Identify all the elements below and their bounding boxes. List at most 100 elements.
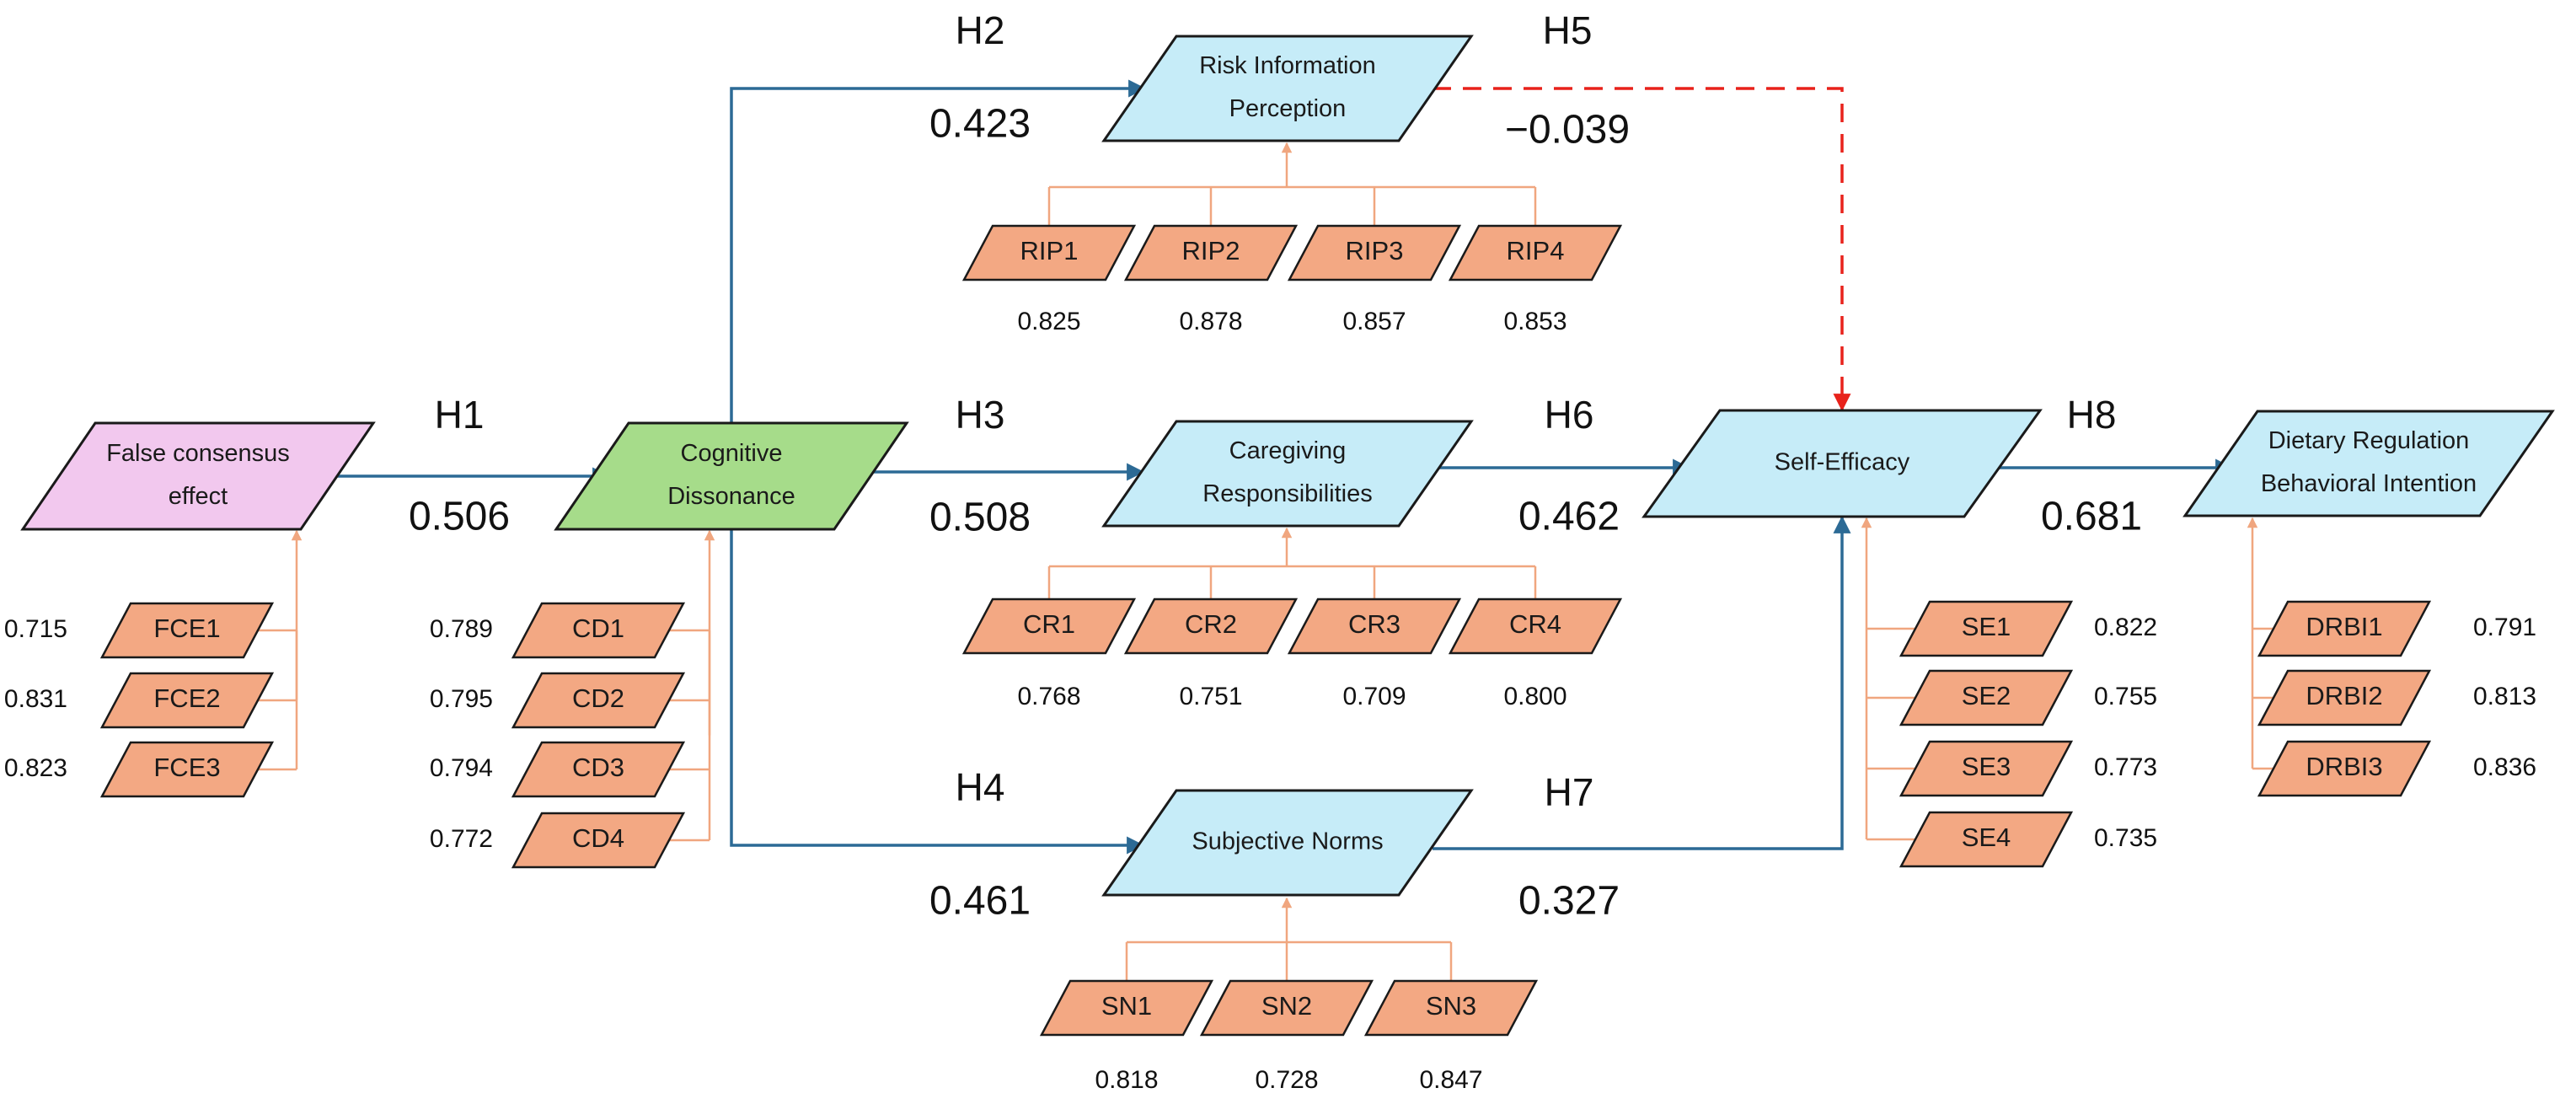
indicator-sn-2: SN2 (1199, 979, 1374, 1037)
factor-loading: 0.795 (430, 685, 493, 713)
indicator-cr-1: CR1 (961, 598, 1137, 655)
path-h4 (730, 529, 1145, 855)
indicator-drbi-2: DRBI2 (2257, 669, 2432, 726)
factor-loading: 0.755 (2094, 683, 2157, 710)
indicator-label: CR1 (1023, 609, 1075, 639)
construct-drbi-label-line-2: Behavioral Intention (2261, 470, 2477, 497)
construct-fce-label-line-2: effect (169, 483, 228, 510)
indicator-rip-2: RIP2 (1123, 224, 1299, 281)
path-coefficient-h4: 0.461 (929, 879, 1031, 924)
factor-loading: 0.823 (4, 754, 67, 782)
indicator-label: RIP3 (1346, 236, 1404, 265)
factor-loading: 0.772 (430, 825, 493, 853)
indicator-cr-3: CR3 (1287, 598, 1462, 655)
indicator-label: FCE1 (153, 614, 220, 643)
path-labels: H10.506H20.423H30.508H40.461H5−0.039H60.… (409, 8, 2142, 924)
construct-sn: Subjective Norms (1101, 789, 1474, 897)
hypothesis-label-h3: H3 (956, 393, 1005, 437)
indicator-label: DRBI3 (2306, 752, 2382, 781)
path-h7 (1433, 515, 1851, 850)
factor-loading: 0.768 (1017, 683, 1080, 710)
factor-loading: 0.857 (1342, 308, 1406, 335)
factor-loading: 0.831 (4, 685, 67, 713)
factor-loading: 0.715 (4, 615, 67, 643)
indicator-label: RIP4 (1507, 236, 1565, 265)
factor-loading: 0.735 (2094, 824, 2157, 852)
path-coefficient-h5: −0.039 (1505, 108, 1630, 153)
hypothesis-label-h5: H5 (1543, 8, 1593, 52)
path-coefficient-h8: 0.681 (2041, 495, 2142, 539)
indicator-label: SN2 (1261, 991, 1312, 1021)
indicator-label: DRBI1 (2306, 612, 2382, 641)
latent-constructs: False consensus effect CognitiveDissonance… (20, 35, 2555, 897)
factor-loading: 0.813 (2473, 683, 2536, 710)
indicator-label: CR2 (1185, 609, 1237, 639)
indicator-label: CD1 (572, 614, 624, 643)
indicator-label: SE3 (1962, 752, 2011, 781)
indicator-label: FCE2 (153, 683, 220, 713)
indicator-cr-2: CR2 (1123, 598, 1299, 655)
construct-rip-label-line-2: Perception (1229, 95, 1347, 122)
factor-loading: 0.822 (2094, 614, 2157, 641)
path-coefficient-h1: 0.506 (409, 495, 510, 539)
hypothesis-label-h2: H2 (956, 8, 1005, 52)
indicator-fce-2: FCE2 (99, 672, 275, 729)
indicator-label: CR3 (1348, 609, 1400, 639)
indicator-rip-1: RIP1 (961, 224, 1137, 281)
indicator-cd-1: CD1 (511, 602, 686, 659)
path-coefficient-h7: 0.327 (1518, 879, 1620, 924)
factor-loading: 0.878 (1179, 308, 1242, 335)
path-h2 (730, 79, 1147, 423)
construct-se-label-line-1: Self-Efficacy (1775, 449, 1910, 476)
indicator-drbi-3: DRBI3 (2257, 740, 2432, 797)
indicator-se-2: SE2 (1899, 669, 2074, 726)
construct-fce: False consensus effect (20, 421, 376, 531)
indicator-label: SE1 (1962, 612, 2011, 641)
indicator-label: CR4 (1509, 609, 1561, 639)
construct-cd-label-line-2: Dissonance (667, 483, 795, 510)
factor-loading: 0.789 (430, 615, 493, 643)
indicator-label: CD4 (572, 823, 624, 853)
factor-loading: 0.751 (1179, 683, 1242, 710)
indicator-label: SN3 (1426, 991, 1476, 1021)
factor-loading: 0.836 (2473, 753, 2536, 781)
path-h5 (1433, 87, 1851, 412)
construct-fce-label-line-1: False consensus (106, 440, 290, 467)
indicator-cd-2: CD2 (511, 672, 686, 729)
hypothesis-label-h6: H6 (1545, 393, 1594, 437)
factor-loading: 0.709 (1342, 683, 1406, 710)
indicator-se-4: SE4 (1899, 811, 2074, 868)
indicator-fce-3: FCE3 (99, 741, 275, 798)
construct-cd-label-line-1: Cognitive (681, 440, 783, 467)
construct-cr-label-line-2: Responsibilities (1202, 480, 1373, 507)
factor-loading: 0.794 (430, 754, 493, 782)
indicator-se-1: SE1 (1899, 600, 2074, 657)
indicator-drbi-1: DRBI1 (2257, 600, 2432, 657)
factor-loading: 0.853 (1503, 308, 1566, 335)
indicator-cd-3: CD3 (511, 741, 686, 798)
indicator-rip-3: RIP3 (1287, 224, 1462, 281)
construct-se: Self-Efficacy (1641, 409, 2043, 518)
indicator-label: RIP2 (1182, 236, 1240, 265)
indicator-cd-4: CD4 (511, 812, 686, 869)
factor-loading: 0.818 (1095, 1066, 1158, 1094)
indicator-label: RIP1 (1020, 236, 1079, 265)
hypothesis-label-h4: H4 (956, 765, 1005, 809)
factor-loading: 0.847 (1419, 1066, 1482, 1094)
indicator-label: DRBI2 (2306, 681, 2382, 710)
indicator-label: SE2 (1962, 681, 2011, 710)
indicator-label: SN1 (1101, 991, 1152, 1021)
indicator-sn-1: SN1 (1039, 979, 1214, 1037)
indicator-label: FCE3 (153, 753, 220, 782)
indicator-fce-1: FCE1 (99, 602, 275, 659)
path-coefficient-h6: 0.462 (1518, 495, 1620, 539)
hypothesis-label-h8: H8 (2067, 393, 2117, 437)
construct-rip-label-line-1: Risk Information (1199, 52, 1376, 79)
factor-loading: 0.791 (2473, 614, 2536, 641)
indicator-label: CD2 (572, 683, 624, 713)
